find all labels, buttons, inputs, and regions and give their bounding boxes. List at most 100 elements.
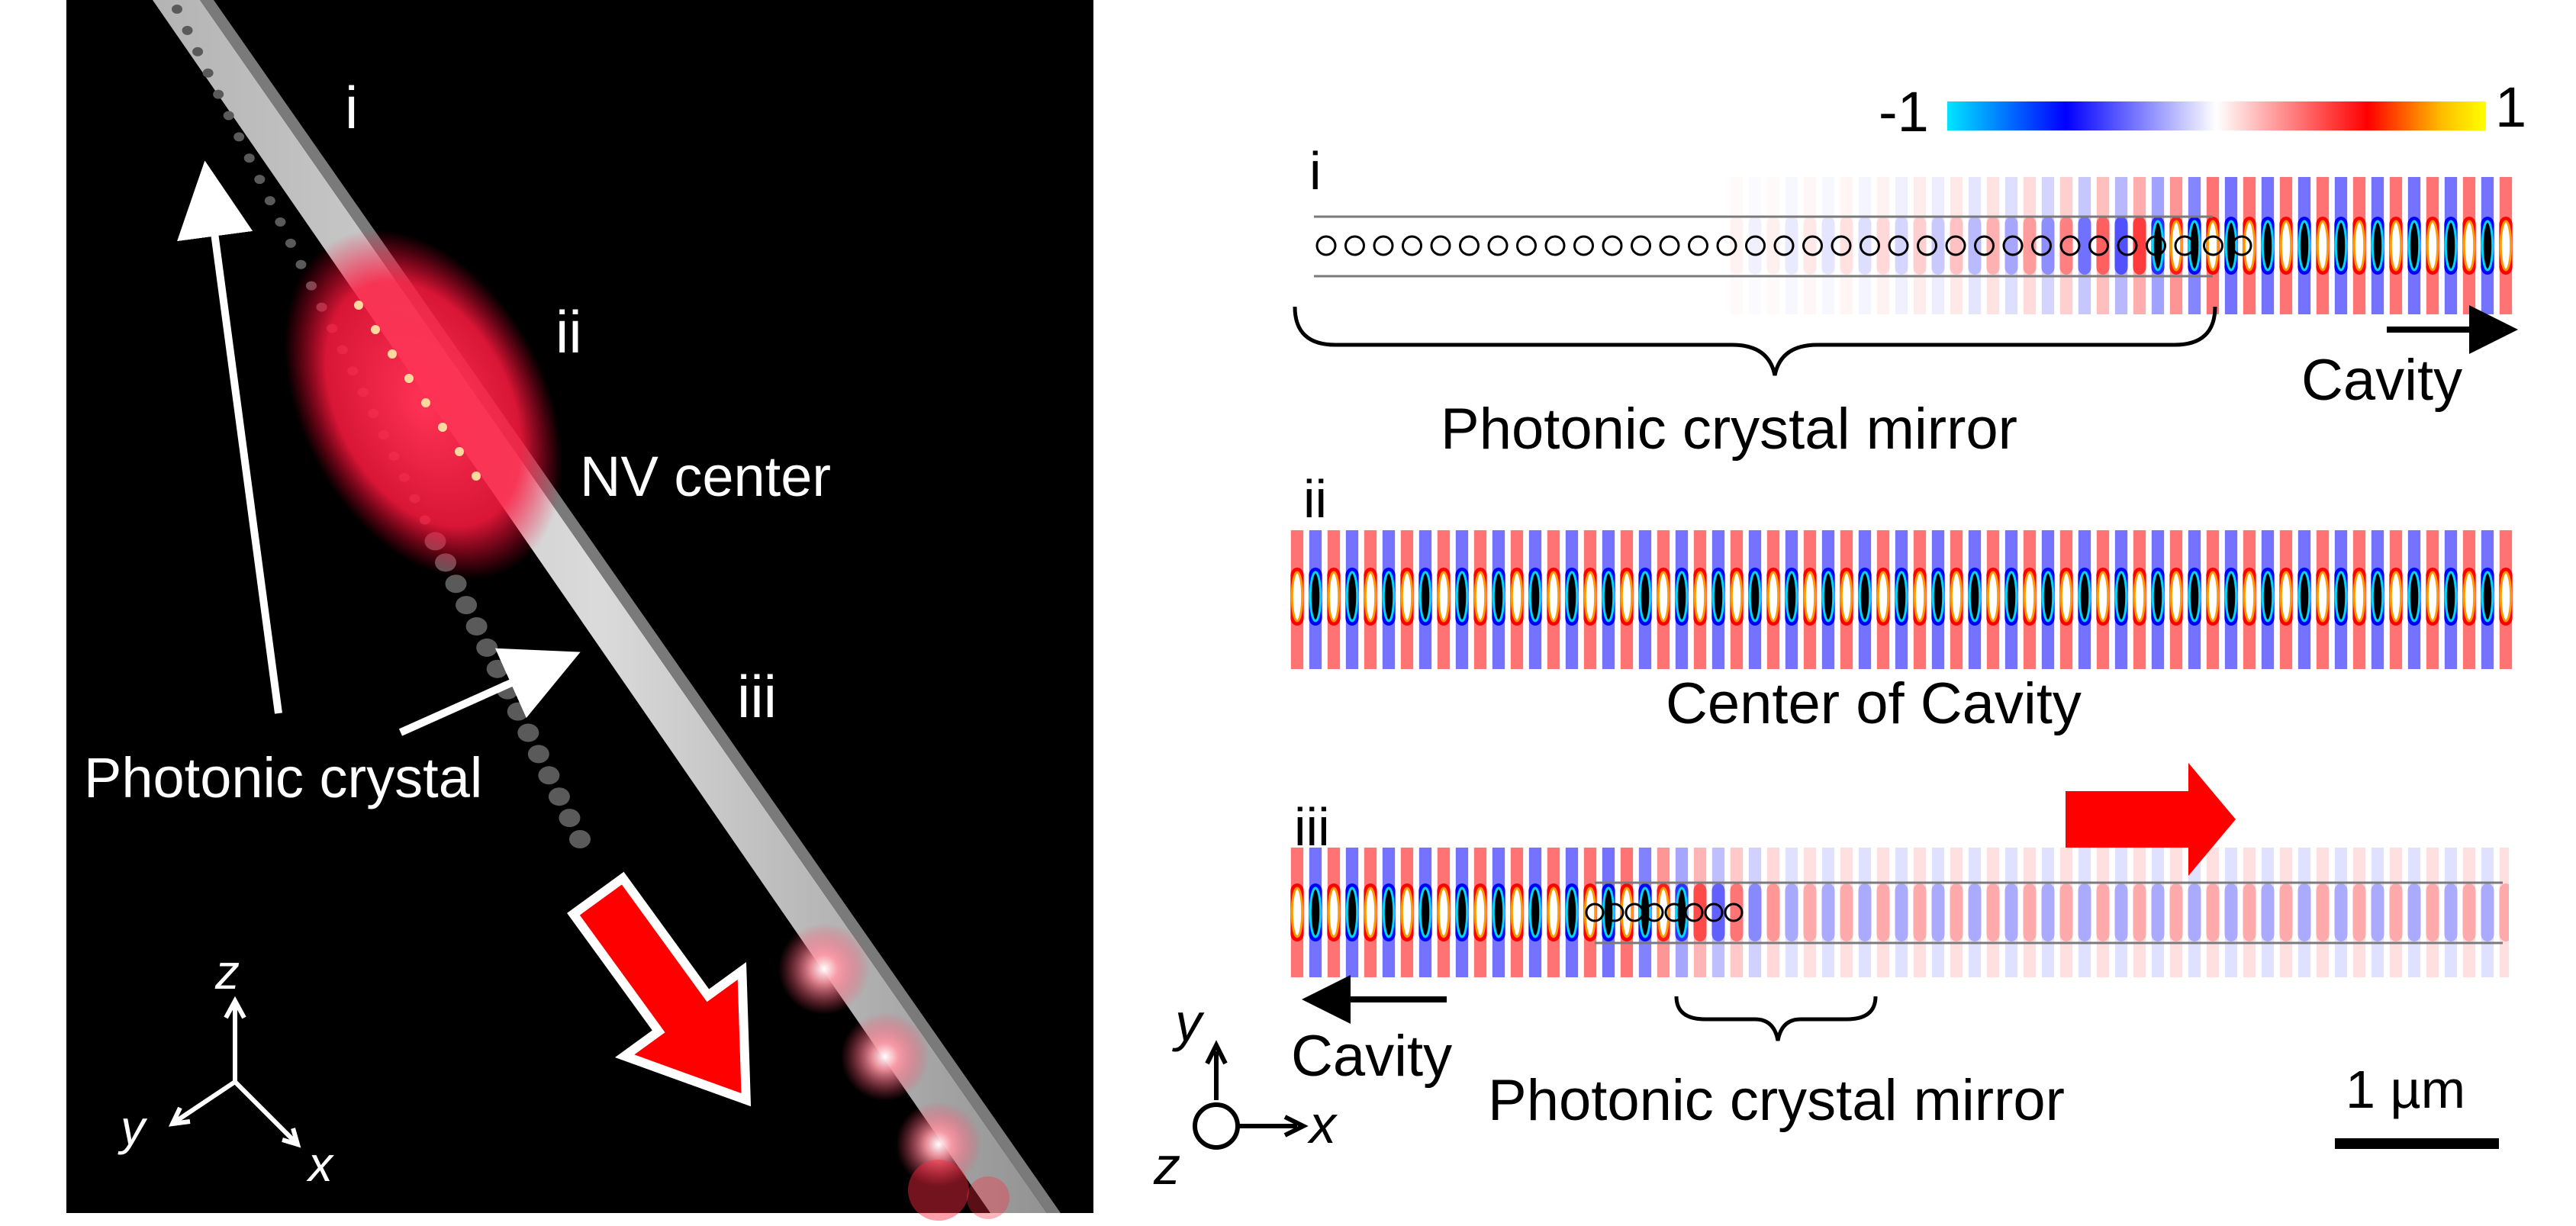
field-core bbox=[1950, 217, 1963, 275]
holes-row-i bbox=[1317, 237, 2251, 255]
nv-dot bbox=[438, 423, 447, 432]
nv-dot bbox=[455, 447, 464, 456]
field-node bbox=[1292, 888, 1302, 937]
beam-hole bbox=[275, 217, 285, 227]
field-core bbox=[1748, 883, 1761, 941]
field-node bbox=[1457, 888, 1467, 937]
field-node bbox=[1603, 888, 1613, 937]
colorbar bbox=[1947, 101, 2486, 130]
field-core bbox=[1821, 883, 1834, 941]
beam-hole bbox=[517, 724, 539, 742]
field-core bbox=[1950, 883, 1963, 941]
field-node bbox=[2427, 221, 2437, 270]
field-node bbox=[1676, 572, 1686, 621]
field-node bbox=[2409, 572, 2419, 621]
field-node bbox=[1438, 572, 1448, 621]
field-core bbox=[2023, 883, 2036, 941]
field-node bbox=[2244, 572, 2254, 621]
field-node bbox=[1841, 572, 1851, 621]
field-node bbox=[1292, 572, 1302, 621]
hole-circle bbox=[1346, 237, 1364, 255]
field-node bbox=[1347, 888, 1357, 937]
beam-hole bbox=[487, 660, 508, 678]
hole-circle bbox=[1374, 237, 1393, 255]
field-core bbox=[1748, 217, 1761, 275]
beam-hole bbox=[203, 69, 214, 78]
field-core bbox=[1895, 883, 1908, 941]
hole-circle bbox=[1317, 237, 1335, 255]
field-node bbox=[1548, 572, 1558, 621]
left-panel-3d-view: i ii NV center iii Photonic crystal z y … bbox=[66, 0, 1093, 1221]
hole-circle bbox=[1460, 237, 1479, 255]
nv-dot bbox=[371, 325, 380, 334]
row-ii-label: ii bbox=[1303, 469, 1327, 529]
field-core bbox=[2371, 883, 2384, 941]
axis-y-label-left: y bbox=[118, 1100, 148, 1155]
field-node bbox=[2281, 572, 2291, 621]
brace-row-iii bbox=[1676, 996, 1876, 1041]
beam-hole bbox=[456, 596, 477, 614]
field-node bbox=[2299, 221, 2309, 270]
field-node bbox=[2482, 221, 2492, 270]
field-node bbox=[1457, 572, 1467, 621]
beam-hole bbox=[233, 132, 244, 141]
hole-circle bbox=[1546, 237, 1564, 255]
cavity-label-row-i: Cavity bbox=[2301, 348, 2462, 413]
beam-hole bbox=[265, 196, 275, 205]
brace-row-i bbox=[1295, 307, 2215, 375]
scale-bar-label: 1 µm bbox=[2346, 1060, 2465, 1119]
field-node bbox=[2098, 572, 2107, 621]
hole-circle bbox=[1403, 237, 1422, 255]
field-node bbox=[2354, 572, 2364, 621]
field-core bbox=[2426, 883, 2439, 941]
field-node bbox=[2043, 572, 2053, 621]
field-node bbox=[2464, 221, 2474, 270]
field-node bbox=[1402, 572, 1412, 621]
beam-hole bbox=[549, 787, 570, 806]
hole-circle bbox=[1689, 237, 1708, 255]
field-node bbox=[2391, 221, 2401, 270]
field-core bbox=[2114, 883, 2127, 941]
field-core bbox=[2059, 883, 2072, 941]
field-node bbox=[2207, 221, 2217, 270]
field-node bbox=[1695, 572, 1705, 621]
beam-hole bbox=[172, 5, 182, 14]
field-node bbox=[2079, 572, 2089, 621]
field-node bbox=[1328, 888, 1338, 937]
field-node bbox=[2500, 572, 2510, 621]
field-node bbox=[2244, 221, 2254, 270]
brace-label-row-iii: Photonic crystal mirror bbox=[1488, 1068, 2065, 1133]
field-node bbox=[2354, 221, 2364, 270]
nv-dot bbox=[354, 301, 363, 310]
field-node bbox=[1603, 572, 1613, 621]
field-node bbox=[1365, 888, 1375, 937]
field-node bbox=[2262, 221, 2272, 270]
hole-circle bbox=[1575, 237, 1593, 255]
field-core bbox=[2133, 883, 2146, 941]
field-node bbox=[1914, 572, 1924, 621]
field-node bbox=[1896, 572, 1906, 621]
field-core bbox=[2169, 883, 2182, 941]
field-node bbox=[2226, 221, 2236, 270]
field-node bbox=[2207, 572, 2217, 621]
nv-dot bbox=[472, 471, 481, 481]
field-core bbox=[1968, 883, 1981, 941]
hole-circle bbox=[1431, 237, 1450, 255]
field-core bbox=[2481, 883, 2494, 941]
field-core bbox=[1931, 217, 1944, 275]
field-node bbox=[2299, 572, 2309, 621]
label-iii-left: iii bbox=[737, 663, 777, 730]
field-node bbox=[2116, 572, 2126, 621]
field-core bbox=[2297, 883, 2310, 941]
field-core bbox=[2151, 883, 2164, 941]
axis-z-label-left: z bbox=[214, 944, 240, 999]
field-core bbox=[1986, 883, 1999, 941]
field-node bbox=[1365, 572, 1375, 621]
field-node bbox=[2262, 572, 2272, 621]
field-node bbox=[1621, 572, 1631, 621]
brace-label-row-i: Photonic crystal mirror bbox=[1441, 397, 2017, 462]
field-core bbox=[1766, 883, 1779, 941]
field-node bbox=[1786, 572, 1796, 621]
field-node bbox=[1713, 572, 1723, 621]
